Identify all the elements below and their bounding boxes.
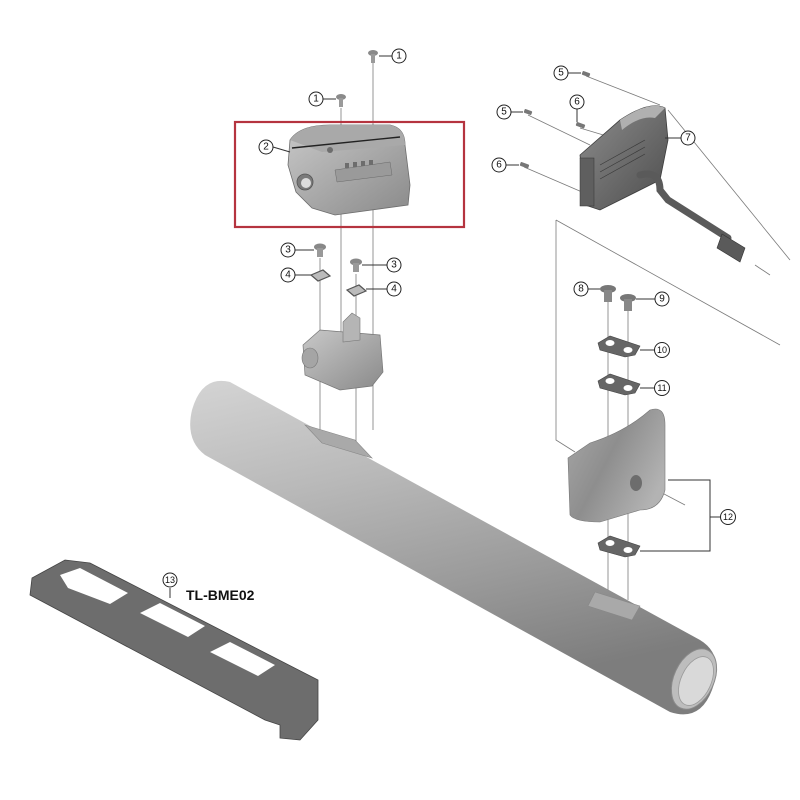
callout-3a[interactable]: 3 (280, 242, 296, 258)
callout-label: 13 (165, 575, 175, 585)
callout-label: 4 (391, 284, 397, 295)
frame-tube (190, 380, 718, 715)
part-5-screw-b[interactable] (523, 109, 533, 115)
callout-6b[interactable]: 6 (491, 157, 507, 173)
callout-label: 12 (723, 512, 733, 522)
part-11-plate[interactable] (597, 373, 641, 396)
part-6-screw-a[interactable] (575, 122, 586, 129)
callout-leaders (272, 55, 681, 389)
callout-8[interactable]: 8 (573, 281, 589, 297)
callout-label: 3 (391, 260, 397, 271)
part-12-plate[interactable] (597, 535, 641, 558)
callout-label: 3 (285, 245, 291, 256)
callout-9[interactable]: 9 (654, 291, 670, 307)
callout-label: 5 (501, 107, 507, 118)
part-8-bolt[interactable] (600, 285, 616, 302)
callout-4b[interactable]: 4 (386, 281, 402, 297)
callout-11[interactable]: 11 (654, 380, 670, 396)
callout-label: 4 (285, 270, 291, 281)
callout-label: 1 (396, 51, 402, 62)
part-9-bolt[interactable] (620, 294, 636, 311)
callout-13[interactable]: 13 (162, 572, 178, 588)
callout-1b[interactable]: 1 (308, 91, 324, 107)
callout-label: 11 (657, 383, 666, 393)
callout-7[interactable]: 7 (680, 130, 696, 146)
callout-2[interactable]: 2 (258, 139, 274, 155)
callout-5a[interactable]: 5 (553, 65, 569, 81)
part-3-bolt-b[interactable] (350, 258, 362, 273)
callout-6a[interactable]: 6 (569, 94, 585, 110)
tool-label: TL-BME02 (186, 587, 255, 603)
callout-label: 10 (657, 345, 667, 355)
callout-4a[interactable]: 4 (280, 267, 296, 283)
highlight-box-part-2 (233, 120, 466, 229)
part-5-screw-a[interactable] (581, 71, 591, 77)
part-13-tool-tl-bme02[interactable] (29, 559, 319, 741)
callout-10[interactable]: 10 (654, 342, 670, 358)
callout-label: 6 (574, 97, 580, 108)
clamp-base (301, 312, 384, 391)
part-10-plate[interactable] (597, 335, 641, 358)
callout-5b[interactable]: 5 (496, 104, 512, 120)
part-2-bracket[interactable] (287, 124, 411, 216)
part-6-screw-b[interactable] (519, 162, 530, 169)
callout-label: 9 (659, 294, 665, 305)
part-1-screw-a[interactable] (368, 50, 378, 63)
part-1-screw-b[interactable] (336, 94, 346, 107)
callout-label: 1 (313, 94, 319, 105)
callout-3b[interactable]: 3 (386, 257, 402, 273)
callout-label: 5 (558, 68, 564, 79)
callout-label: 8 (578, 284, 584, 295)
part-12-cover[interactable] (567, 408, 666, 523)
callout-label: 2 (263, 142, 269, 153)
part-4-washer-a[interactable] (309, 269, 332, 282)
callout-1a[interactable]: 1 (391, 48, 407, 64)
callout-12[interactable]: 12 (720, 509, 736, 525)
callout-label: 7 (685, 133, 691, 144)
callout-label: 6 (496, 160, 502, 171)
part-7-display-unit[interactable] (579, 105, 746, 263)
part-4-washer-b[interactable] (345, 284, 368, 297)
part-3-bolt-a[interactable] (314, 243, 326, 258)
